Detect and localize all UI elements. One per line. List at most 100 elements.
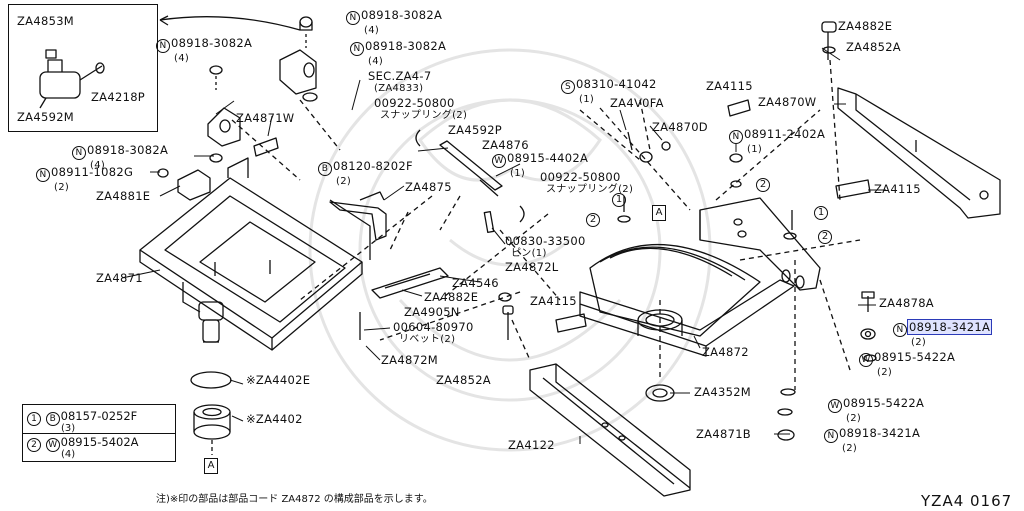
callout-za4871b: ZA4871B [696,428,751,441]
part-number: 08918-3082A [361,8,443,22]
mark-n: N [36,168,50,182]
rail-za4870w [837,87,1001,219]
inset-arrow [159,16,301,31]
inset-label-za4853m: ZA4853M [17,14,75,28]
callout-za4870w: ZA4870W [758,96,816,109]
reference-marker-a-2: A [204,458,218,474]
quantity-note: (4) [174,53,190,64]
nut-za4871b [777,429,795,441]
callout-za4882e: ZA4882E [424,291,478,304]
part-number: ZA4852A [846,40,901,54]
part-number: 08911-1082G [51,165,134,179]
index-marker-3: 2 [756,178,770,192]
part-number: ZA4905N [404,305,460,319]
bolt-za4852a [502,305,514,340]
callout-za4852a: ZA4852A [846,41,901,54]
nut [157,168,169,178]
mark-w: W [859,353,873,367]
base-plate-right [699,197,821,291]
index-marker-4: 1 [814,206,828,220]
legend-qty-2: (4) [61,449,76,460]
mark-n: N [893,323,907,337]
quantity-note: スナップリング(2) [380,110,468,121]
part-number: ※ZA4402 [246,412,303,426]
inset-label-za4218p: ZA4218P [91,90,146,104]
mark-s: S [561,80,575,94]
part-number: 08918-3082A [87,143,169,157]
cap-za4v0fa [639,151,653,163]
part-number: 08915-4402A [507,151,589,165]
part-number: ZA4872M [381,353,439,367]
label-patch-2 [835,179,871,199]
callout-za4881e: ZA4881E [96,190,150,203]
index-marker-5: 2 [818,230,832,244]
footnote: 注)※印の部品は部品コード ZA4872 の構成部品を示します。 [156,494,433,505]
part-number: ZA4871B [696,427,752,441]
nut-08911-2402a [729,153,743,163]
swivel-post [198,301,224,343]
quantity-note: (2) [911,337,927,348]
index-marker-1: 1 [612,193,626,207]
callout-za4592p: ZA4592P [448,124,502,137]
reference-marker-a: A [652,205,666,221]
seat-frame-za4871 [139,157,371,351]
part-number: ZA4876 [482,138,529,152]
legend-mark-b: B [45,412,60,426]
sub-frame-za4872 [579,243,795,357]
mark-b: B [318,162,332,176]
callout-za4870d: ZA4870D [652,121,708,134]
callout-sec-za4-7: SEC.ZA4-7(ZA4833) [368,69,432,95]
quantity-note: ピン(1) [511,248,547,259]
figure-code: YZA4 0167 [921,492,1013,510]
part-number: ZA4115 [874,182,921,196]
part-number: 08310-41042 [576,77,657,91]
rail-za4122 [529,363,691,497]
callout-za4352m: ZA4352M [694,386,751,399]
part-number: SEC.ZA4-7 [368,69,432,83]
lever-za4871w [253,137,279,157]
quantity-note: (2) [54,182,70,193]
part-number: 08911-2402A [744,127,826,141]
cap-za4882e [498,292,512,302]
washer-2 [777,408,793,416]
callout--za4402: ※ZA4402 [246,413,303,426]
part-number: ZA4871W [236,111,295,125]
lower-bracket [207,65,241,163]
snap-ring-right [519,205,525,223]
inset-bracket-parts [39,49,105,109]
mark-n: N [72,146,86,160]
part-number: ZA4122 [508,438,555,452]
washer-right-1 [730,180,742,188]
part-number: ZA4115 [530,294,577,308]
bearing [193,404,231,440]
part-number: ※ZA4402E [246,373,311,387]
pin-za4870d [661,141,671,151]
part-number: ZA4882E [424,290,479,304]
mark-n: N [350,42,364,56]
callout-za4122: ZA4122 [508,439,555,452]
part-number: ZA4881E [96,189,151,203]
detail-inset: ZA4853M ZA4218P ZA4592M [8,4,158,132]
lever-plate-za4546 [371,267,449,299]
link-rod-za4876 [439,140,503,234]
callout-za4546: ZA4546 [452,277,499,290]
part-number: 08918-3082A [365,39,447,53]
part-number: ZA4870D [652,120,708,134]
adjust-lever-za4875 [329,191,387,241]
